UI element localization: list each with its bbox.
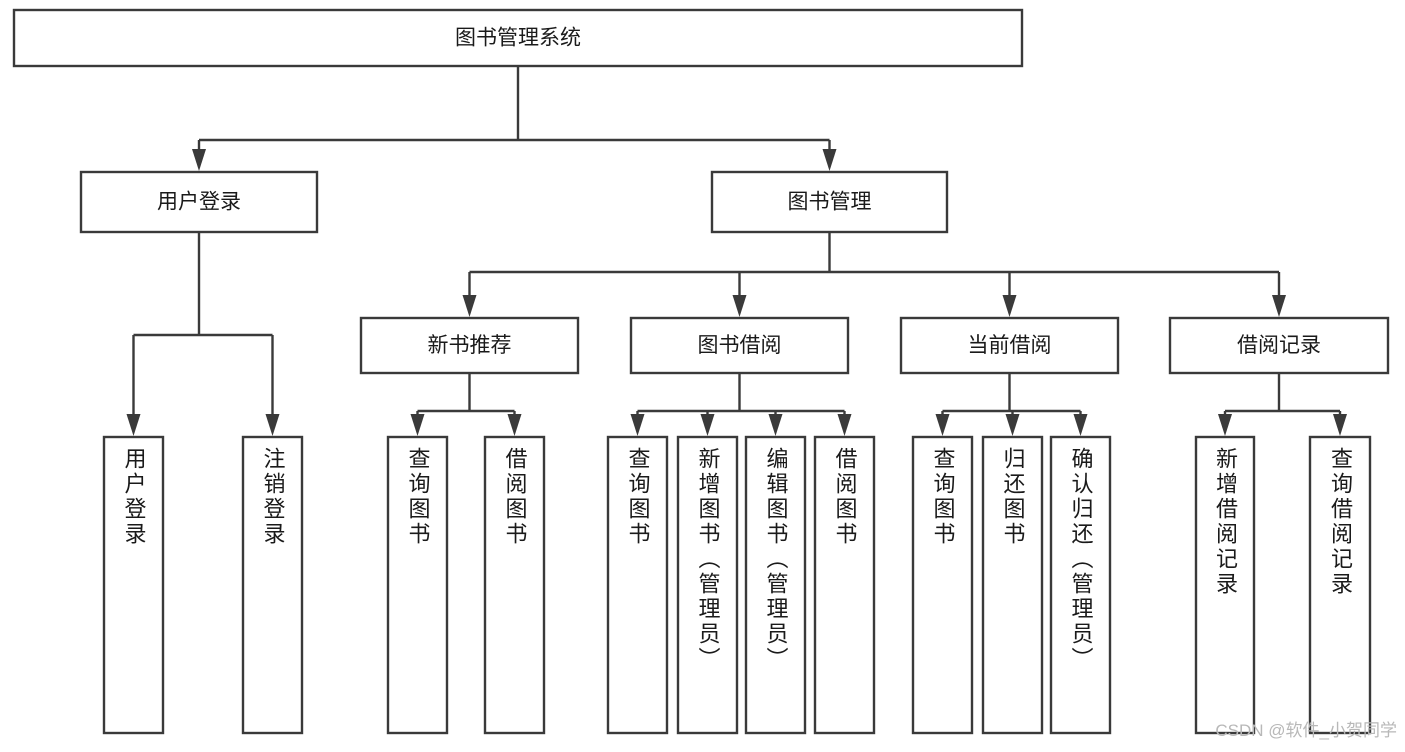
node-label-wrap-query-book-2: 查询图书 — [608, 447, 667, 729]
arrow-head-icon — [410, 414, 425, 436]
node-label-wrap-query-book-3: 查询图书 — [913, 447, 972, 729]
node-label-wrap-confirm-return-admin: 确认归还（管理员） — [1051, 447, 1110, 729]
connectors-layer — [126, 66, 1347, 436]
node-label-wrap-query-book-1: 查询图书 — [388, 447, 447, 729]
node-label-wrap-query-borrow-record: 查询借阅记录 — [1310, 447, 1370, 729]
node-label-wrap-edit-book-admin: 编辑图书（管理员） — [746, 447, 805, 729]
node-label-current-borrow: 当前借阅 — [968, 334, 1052, 357]
node-box-return-book[interactable] — [981, 435, 1044, 735]
watermark: CSDN @软件_小贺同学 — [1215, 721, 1397, 740]
node-label-wrap-borrow-book-1: 借阅图书 — [485, 447, 544, 729]
node-label-borrow-book-2: 借阅图书 — [832, 447, 858, 547]
node-label-wrap-borrow-book-2: 借阅图书 — [815, 447, 874, 729]
arrow-head-icon — [822, 149, 837, 171]
node-box-new-book-recommend[interactable] — [359, 316, 580, 375]
node-label-query-borrow-record: 查询借阅记录 — [1328, 447, 1353, 597]
node-box-borrow-record[interactable] — [1168, 316, 1390, 375]
node-box-query-book-2[interactable] — [606, 435, 669, 735]
arrow-head-icon — [1005, 414, 1020, 436]
arrow-head-icon — [1218, 414, 1232, 436]
arrow-head-icon — [935, 414, 950, 436]
node-label-book-borrow: 图书借阅 — [698, 334, 782, 357]
node-label-wrap-return-book: 归还图书 — [983, 447, 1042, 729]
node-box-user-logout-leaf[interactable] — [241, 435, 304, 735]
node-box-book-borrow[interactable] — [629, 316, 850, 375]
node-label-return-book: 归还图书 — [1000, 447, 1026, 547]
arrow-head-icon — [732, 295, 747, 317]
arrow-head-icon — [1002, 295, 1017, 317]
node-label-query-book-2: 查询图书 — [625, 447, 651, 547]
node-label-borrow-book-1: 借阅图书 — [502, 447, 528, 547]
arrow-head-icon — [192, 149, 206, 171]
node-label-wrap-user-logout-leaf: 注销登录 — [243, 447, 302, 729]
arrow-head-icon — [837, 414, 852, 436]
node-box-book-management[interactable] — [710, 170, 949, 234]
node-label-wrap-user-login-leaf: 用户登录 — [104, 447, 163, 729]
node-label-wrap-add-borrow-record: 新增借阅记录 — [1196, 447, 1254, 729]
arrow-head-icon — [462, 295, 477, 317]
node-box-borrow-book-1[interactable] — [483, 435, 546, 735]
node-label-root: 图书管理系统 — [455, 27, 581, 50]
node-box-query-borrow-record[interactable] — [1308, 435, 1372, 735]
node-box-borrow-book-2[interactable] — [813, 435, 876, 735]
node-box-user-login[interactable] — [79, 170, 319, 234]
node-label-wrap-add-book-admin: 新增图书（管理员） — [678, 447, 737, 729]
node-label-book-management: 图书管理 — [788, 191, 872, 214]
node-box-query-book-1[interactable] — [386, 435, 449, 735]
node-box-query-book-3[interactable] — [911, 435, 974, 735]
node-label-query-book-1: 查询图书 — [405, 447, 431, 547]
arrow-head-icon — [700, 414, 715, 436]
arrow-head-icon — [1333, 414, 1347, 436]
node-label-confirm-return-admin: 确认归还（管理员） — [1068, 447, 1094, 672]
arrow-head-icon — [1272, 295, 1286, 317]
arrow-head-icon — [1073, 414, 1088, 436]
arrow-head-icon — [768, 414, 783, 436]
node-label-user-logout-leaf: 注销登录 — [260, 447, 286, 547]
arrow-head-icon — [630, 414, 645, 436]
node-label-user-login-leaf: 用户登录 — [121, 447, 147, 547]
node-label-user-login: 用户登录 — [157, 191, 241, 214]
arrow-head-icon — [507, 414, 522, 436]
node-box-confirm-return-admin[interactable] — [1049, 435, 1112, 735]
node-box-root[interactable] — [12, 8, 1024, 68]
node-label-borrow-record: 借阅记录 — [1237, 334, 1321, 357]
node-box-add-book-admin[interactable] — [676, 435, 739, 735]
arrow-head-icon — [126, 414, 141, 436]
node-box-current-borrow[interactable] — [899, 316, 1120, 375]
node-box-add-borrow-record[interactable] — [1194, 435, 1256, 735]
node-label-query-book-3: 查询图书 — [930, 447, 956, 547]
node-label-edit-book-admin: 编辑图书（管理员） — [763, 447, 789, 672]
node-box-user-login-leaf[interactable] — [102, 435, 165, 735]
arrow-head-icon — [265, 414, 280, 436]
node-label-new-book-recommend: 新书推荐 — [428, 334, 512, 357]
node-label-add-book-admin: 新增图书（管理员） — [695, 447, 721, 672]
node-box-edit-book-admin[interactable] — [744, 435, 807, 735]
node-label-add-borrow-record: 新增借阅记录 — [1213, 447, 1238, 597]
